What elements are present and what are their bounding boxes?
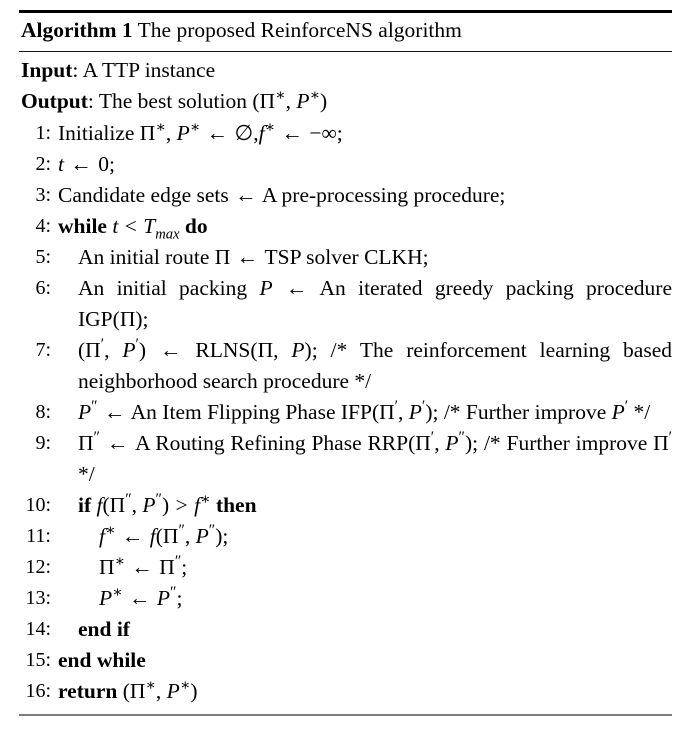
input-keyword: Input: [21, 58, 73, 82]
line-number: 12:: [25, 556, 51, 578]
io-block: Input: A TTP instance Output: The best s…: [19, 52, 672, 117]
line-content: end if: [78, 617, 130, 641]
line-number: 3:: [35, 184, 51, 206]
algorithm-line-11: 11: f∗ ← f(Π″, P″);: [19, 521, 672, 552]
line-number: 8:: [35, 401, 51, 423]
line-number: 7:: [35, 339, 51, 361]
line-content: Π∗ ← Π″;: [99, 552, 188, 579]
line-content: Π″ ← A Routing Refining Phase RRP(Π′, P″…: [78, 428, 673, 486]
line-number: 16:: [25, 680, 51, 702]
line-number: 4:: [35, 215, 51, 237]
line-content: Candidate edge sets ← A pre-processing p…: [58, 183, 506, 207]
line-number: 5:: [35, 246, 51, 268]
line-content: t ← 0;: [58, 152, 115, 176]
algorithm-line-16: 16: return (Π∗, P∗): [19, 676, 672, 707]
line-content: Initialize Π∗, P∗ ← ∅,f∗ ← −∞;: [58, 118, 343, 145]
line-content: P∗ ← P″;: [99, 583, 183, 610]
top-rule: [19, 10, 672, 13]
algorithm-line-1: 1: Initialize Π∗, P∗ ← ∅,f∗ ← −∞;: [19, 118, 672, 149]
bottom-rule: [19, 714, 672, 716]
line-content: return (Π∗, P∗): [58, 676, 198, 703]
algorithm-title-text: The proposed ReinforceNS algorithm: [137, 18, 462, 42]
line-number: 2:: [35, 153, 51, 175]
line-content: (Π′, P′) ← RLNS(Π, P); /* The reinforcem…: [78, 335, 672, 393]
algorithm-line-13: 13: P∗ ← P″;: [19, 583, 672, 614]
algorithm-body: 1: Initialize Π∗, P∗ ← ∅,f∗ ← −∞; 2: t ←…: [19, 117, 672, 707]
line-content: if f(Π″, P″) > f∗ then: [78, 490, 257, 517]
header-rule: [19, 51, 672, 52]
algorithm-line-6: 6: An initial packing P ← An iterated gr…: [19, 273, 672, 335]
line-content: end while: [58, 648, 146, 672]
algorithm-line-8: 8: P″ ← An Item Flipping Phase IFP(Π′, P…: [19, 397, 672, 428]
algorithm-title: Algorithm 1 The proposed ReinforceNS alg…: [19, 13, 672, 49]
algorithm-line-9: 9: Π″ ← A Routing Refining Phase RRP(Π′,…: [19, 428, 672, 490]
line-number: 11:: [26, 525, 51, 547]
algorithm-line-10: 10: if f(Π″, P″) > f∗ then: [19, 490, 672, 521]
line-number: 15:: [25, 649, 51, 671]
algorithm-line-15: 15: end while: [19, 645, 672, 676]
output-line: Output: The best solution (Π∗, P∗): [19, 86, 672, 117]
line-content: An initial packing P ← An iterated greed…: [78, 276, 672, 331]
algorithm-block: Algorithm 1 The proposed ReinforceNS alg…: [19, 10, 672, 716]
line-content: P″ ← An Item Flipping Phase IFP(Π′, P′);…: [78, 397, 651, 424]
line-number: 6:: [35, 277, 51, 299]
algorithm-line-3: 3: Candidate edge sets ← A pre-processin…: [19, 180, 672, 211]
algorithm-line-2: 2: t ← 0;: [19, 149, 672, 180]
line-number: 10:: [25, 494, 51, 516]
line-content: f∗ ← f(Π″, P″);: [99, 521, 229, 548]
line-content: while t < Tmax do: [58, 214, 208, 243]
line-number: 13:: [25, 587, 51, 609]
line-content: An initial route Π ← TSP solver CLKH;: [78, 245, 429, 269]
input-value: : A TTP instance: [72, 58, 216, 82]
algorithm-line-5: 5: An initial route Π ← TSP solver CLKH;: [19, 242, 672, 273]
algorithm-line-7: 7: (Π′, P′) ← RLNS(Π, P); /* The reinfor…: [19, 335, 672, 397]
algorithm-line-4: 4: while t < Tmax do: [19, 211, 672, 242]
output-value: : The best solution (Π∗, P∗): [87, 86, 328, 113]
input-line: Input: A TTP instance: [19, 55, 672, 86]
algorithm-label: Algorithm 1: [21, 18, 133, 42]
line-number: 1:: [35, 122, 51, 144]
line-number: 14:: [25, 618, 51, 640]
line-number: 9:: [35, 432, 51, 454]
output-keyword: Output: [21, 89, 88, 113]
algorithm-line-12: 12: Π∗ ← Π″;: [19, 552, 672, 583]
algorithm-line-14: 14: end if: [19, 614, 672, 645]
